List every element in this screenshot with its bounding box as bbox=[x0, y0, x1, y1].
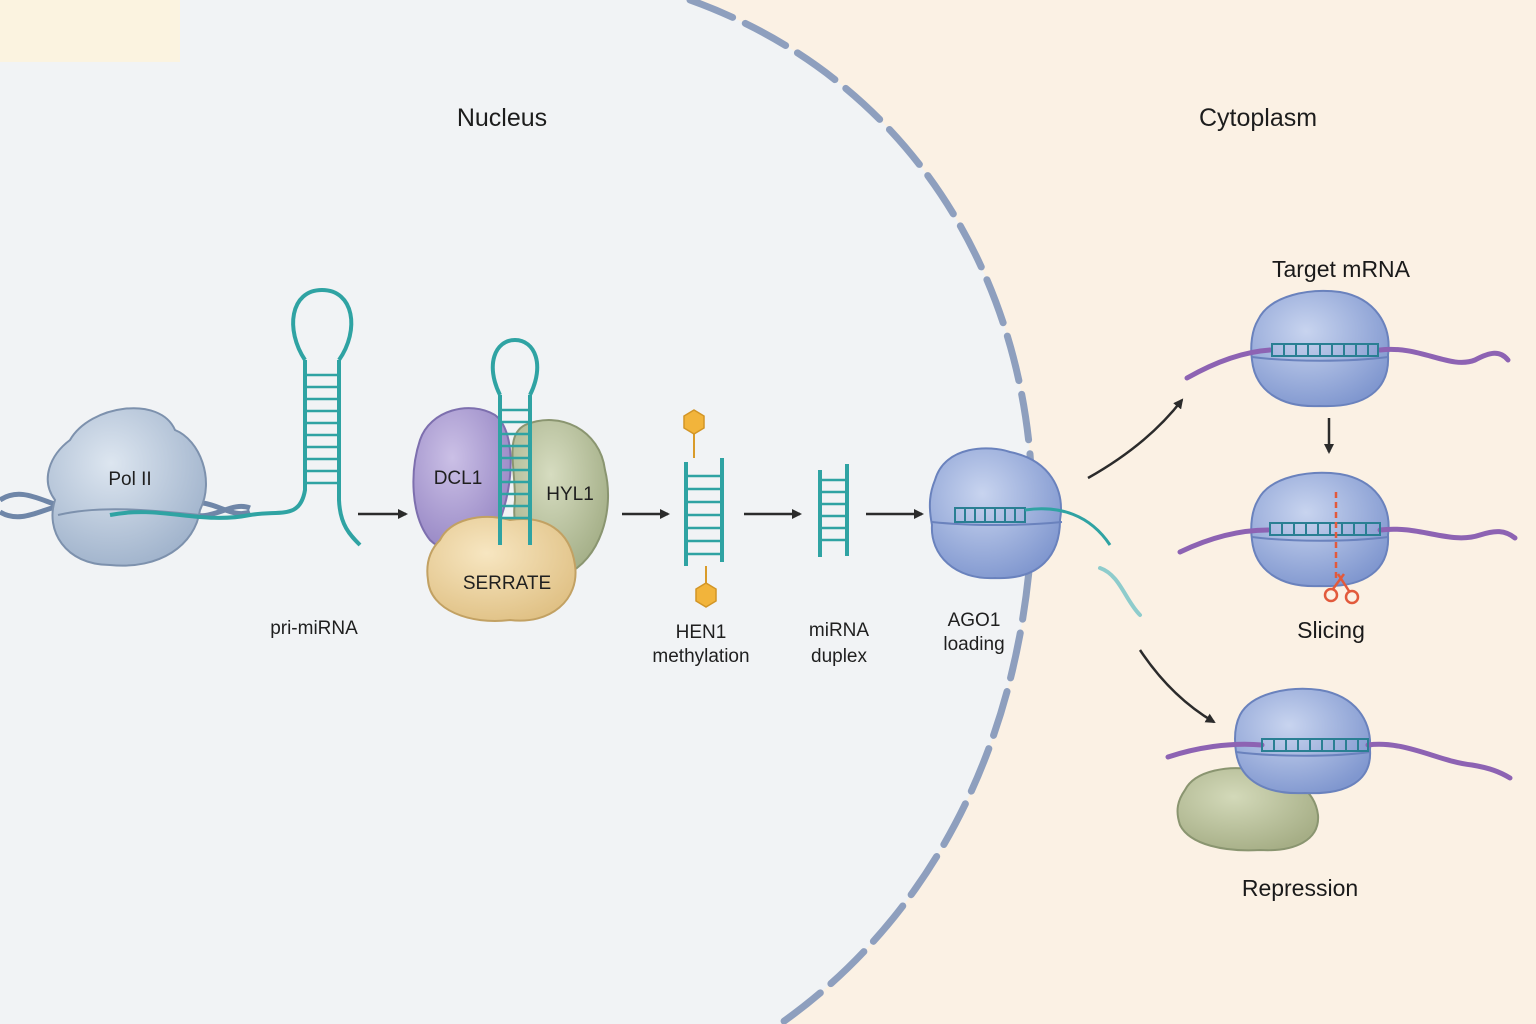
mirna-duplex bbox=[818, 464, 849, 557]
dicing-complex: DCL1 HYL1 SERRATE bbox=[412, 337, 609, 622]
arrow-to-repression bbox=[1138, 649, 1216, 724]
duplex-label-line1: miRNA bbox=[809, 620, 869, 641]
serrate-label: SERRATE bbox=[463, 573, 551, 594]
corner-highlight bbox=[0, 0, 180, 62]
scissors-icon bbox=[1323, 573, 1360, 605]
target-mrna-complex bbox=[1184, 289, 1511, 408]
repression-label: Repression bbox=[1242, 875, 1358, 901]
pri-mirna-return bbox=[337, 360, 362, 547]
pol2-blob bbox=[46, 407, 207, 567]
repression-complex bbox=[1165, 687, 1513, 852]
slicing-label: Slicing bbox=[1297, 617, 1365, 643]
cytoplasm-label: Cytoplasm bbox=[1199, 104, 1317, 132]
ago1-label-line2: loading bbox=[943, 634, 1004, 655]
hyl1-label: HYL1 bbox=[546, 484, 594, 505]
passenger-strand bbox=[1024, 507, 1112, 546]
nucleus-label: Nucleus bbox=[457, 104, 547, 132]
dcl1-label: DCL1 bbox=[434, 468, 483, 489]
methyl-group-bottom bbox=[695, 582, 717, 608]
duplex-label-line2: duplex bbox=[811, 646, 867, 667]
pri-mirna-stem-rungs bbox=[305, 373, 339, 485]
dicing-hairpin-loop bbox=[490, 337, 540, 396]
dicing-stem-rungs bbox=[500, 408, 530, 520]
released-strand bbox=[1098, 566, 1142, 617]
repressed-mrna-strand bbox=[1165, 741, 1513, 781]
ago1-loading-complex bbox=[928, 447, 1142, 617]
pri-mirna-strand bbox=[109, 360, 307, 520]
hen1-label-line1: HEN1 bbox=[676, 622, 727, 643]
target-mrna-strand bbox=[1184, 346, 1511, 381]
target-mrna-label: Target mRNA bbox=[1272, 256, 1411, 282]
pri-mirna-label: pri-miRNA bbox=[270, 618, 358, 639]
hen1-label-line2: methylation bbox=[652, 646, 749, 667]
pol2-complex: Pol II bbox=[0, 287, 362, 567]
arrow-to-target bbox=[1087, 398, 1184, 480]
methyl-group-top bbox=[683, 409, 705, 435]
ago1-label-line1: AGO1 bbox=[948, 610, 1001, 631]
slicing-complex bbox=[1177, 471, 1518, 605]
methylated-duplex bbox=[683, 409, 724, 608]
pri-mirna-loop bbox=[291, 287, 354, 362]
pol2-label: Pol II bbox=[108, 469, 151, 490]
sliced-mrna-strand bbox=[1177, 526, 1518, 555]
